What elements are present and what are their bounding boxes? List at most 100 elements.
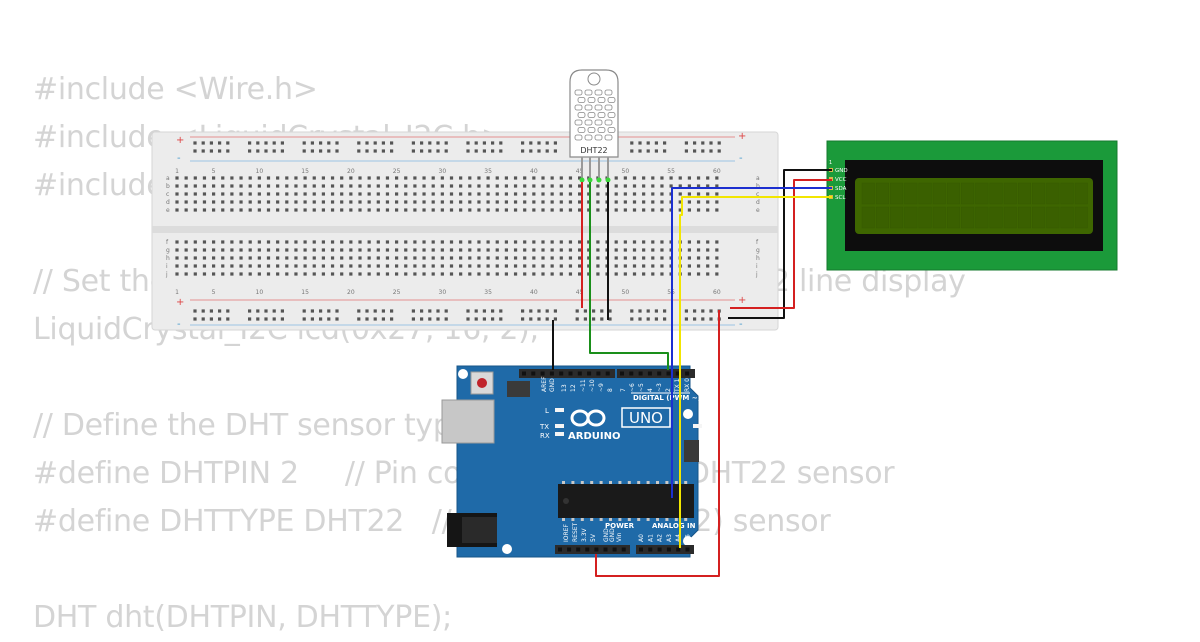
breadboard-hole <box>623 200 627 204</box>
breadboard-hole <box>303 200 307 204</box>
breadboard-hole <box>660 184 664 188</box>
breadboard-hole <box>221 264 225 268</box>
breadboard-rail-hole <box>365 141 369 145</box>
breadboard-hole <box>358 184 362 188</box>
breadboard-hole <box>523 192 527 196</box>
breadboard-hole <box>413 200 417 204</box>
top-pin-label: ~9 <box>598 383 605 392</box>
lcd-character-cell <box>932 182 946 205</box>
breadboard-hole <box>294 208 298 212</box>
breadboard-rail-hole <box>545 309 549 313</box>
breadboard-hole <box>459 208 463 212</box>
breadboard-hole <box>193 208 197 212</box>
breadboard-hole <box>257 176 261 180</box>
breadboard: + + - - + + - - 115510101515202025253030… <box>151 131 779 331</box>
breadboard-hole <box>230 176 234 180</box>
breadboard-hole <box>578 272 582 276</box>
breadboard-rail-hole <box>608 317 612 321</box>
breadboard-hole <box>541 272 545 276</box>
breadboard-hole <box>193 248 197 252</box>
row-letter-right: a <box>756 175 760 182</box>
dht22-grille-slot <box>597 127 606 133</box>
digital-header-right <box>617 369 695 378</box>
breadboard-rail-hole <box>218 141 222 145</box>
breadboard-hole <box>495 184 499 188</box>
breadboard-hole <box>404 208 408 212</box>
dht22-grille-slot <box>594 134 603 141</box>
breadboard-rail-hole <box>209 317 213 321</box>
breadboard-hole <box>504 176 508 180</box>
wire-arduino-5v <box>595 310 720 577</box>
wire-lcd-gnd <box>728 169 832 319</box>
breadboard-hole <box>404 192 408 196</box>
breadboard-hole <box>239 256 243 260</box>
breadboard-hole <box>550 200 554 204</box>
column-number-bottom: 20 <box>347 289 355 296</box>
breadboard-rail-hole <box>256 309 260 313</box>
breadboard-hole <box>541 240 545 244</box>
breadboard-hole <box>559 208 563 212</box>
breadboard-rail-hole <box>218 317 222 321</box>
breadboard-hole <box>202 192 207 196</box>
breadboard-rail-hole <box>646 309 650 313</box>
breadboard-hole <box>468 208 472 212</box>
breadboard-hole <box>422 200 426 204</box>
breadboard-hole <box>312 240 316 244</box>
lcd-character-cell <box>1060 182 1074 205</box>
breadboard-hole <box>285 272 289 276</box>
digital-pwm-label: DIGITAL (PWM ~) <box>633 394 701 402</box>
breadboard-rail-hole <box>537 317 541 321</box>
breadboard-hole <box>395 256 399 260</box>
breadboard-rail-hole <box>302 309 306 313</box>
breadboard-rail-hole <box>474 149 478 153</box>
breadboard-hole <box>239 240 243 244</box>
breadboard-rail-hole <box>499 317 503 321</box>
breadboard-rail-hole <box>663 141 667 145</box>
breadboard-hole <box>312 176 316 180</box>
breadboard-hole <box>541 200 545 204</box>
breadboard-hole <box>568 208 573 212</box>
breadboard-hole <box>614 272 618 276</box>
breadboard-hole <box>632 240 637 244</box>
breadboard-rail-hole <box>381 149 385 153</box>
breadboard-hole <box>642 248 646 252</box>
breadboard-rail-hole <box>357 309 361 313</box>
analog-pin-label: A4 <box>675 534 682 542</box>
bottom-rail-minus-left: - <box>177 319 181 330</box>
breadboard-hole <box>175 200 179 204</box>
breadboard-hole <box>175 256 179 260</box>
lcd-character-cell <box>875 206 889 229</box>
breadboard-hole <box>294 200 298 204</box>
dht22-grille-slot <box>604 119 613 126</box>
breadboard-hole <box>559 256 563 260</box>
wires <box>552 169 832 577</box>
breadboard-hole <box>660 192 664 196</box>
bottom-rail-plus-left: + <box>176 297 184 308</box>
breadboard-hole <box>642 208 646 212</box>
header-hole <box>567 547 572 552</box>
led-tx-label: TX <box>539 423 549 431</box>
breadboard-hole <box>404 272 408 276</box>
led-rx <box>555 432 564 436</box>
breadboard-hole <box>276 272 280 276</box>
breadboard-hole <box>578 240 582 244</box>
lcd-character-cell <box>890 182 904 205</box>
breadboard-rail-hole <box>310 309 314 313</box>
breadboard-hole <box>349 248 353 252</box>
breadboard-hole <box>523 176 527 180</box>
breadboard-hole <box>486 240 490 244</box>
breadboard-hole <box>706 248 710 252</box>
code-line: #include <Wire.h> <box>33 72 318 107</box>
breadboard-hole <box>349 192 353 196</box>
header-hole <box>657 371 662 376</box>
breadboard-rail-hole <box>537 309 541 313</box>
breadboard-hole <box>248 192 252 196</box>
lcd-character-cell <box>961 206 975 229</box>
breadboard-hole <box>578 256 582 260</box>
dht22-grille-slot <box>597 112 606 118</box>
breadboard-rail-hole <box>717 149 721 153</box>
breadboard-hole <box>513 248 518 252</box>
breadboard-rail-hole <box>482 309 486 313</box>
breadboard-hole <box>312 264 316 268</box>
breadboard-rail-hole <box>521 149 525 153</box>
